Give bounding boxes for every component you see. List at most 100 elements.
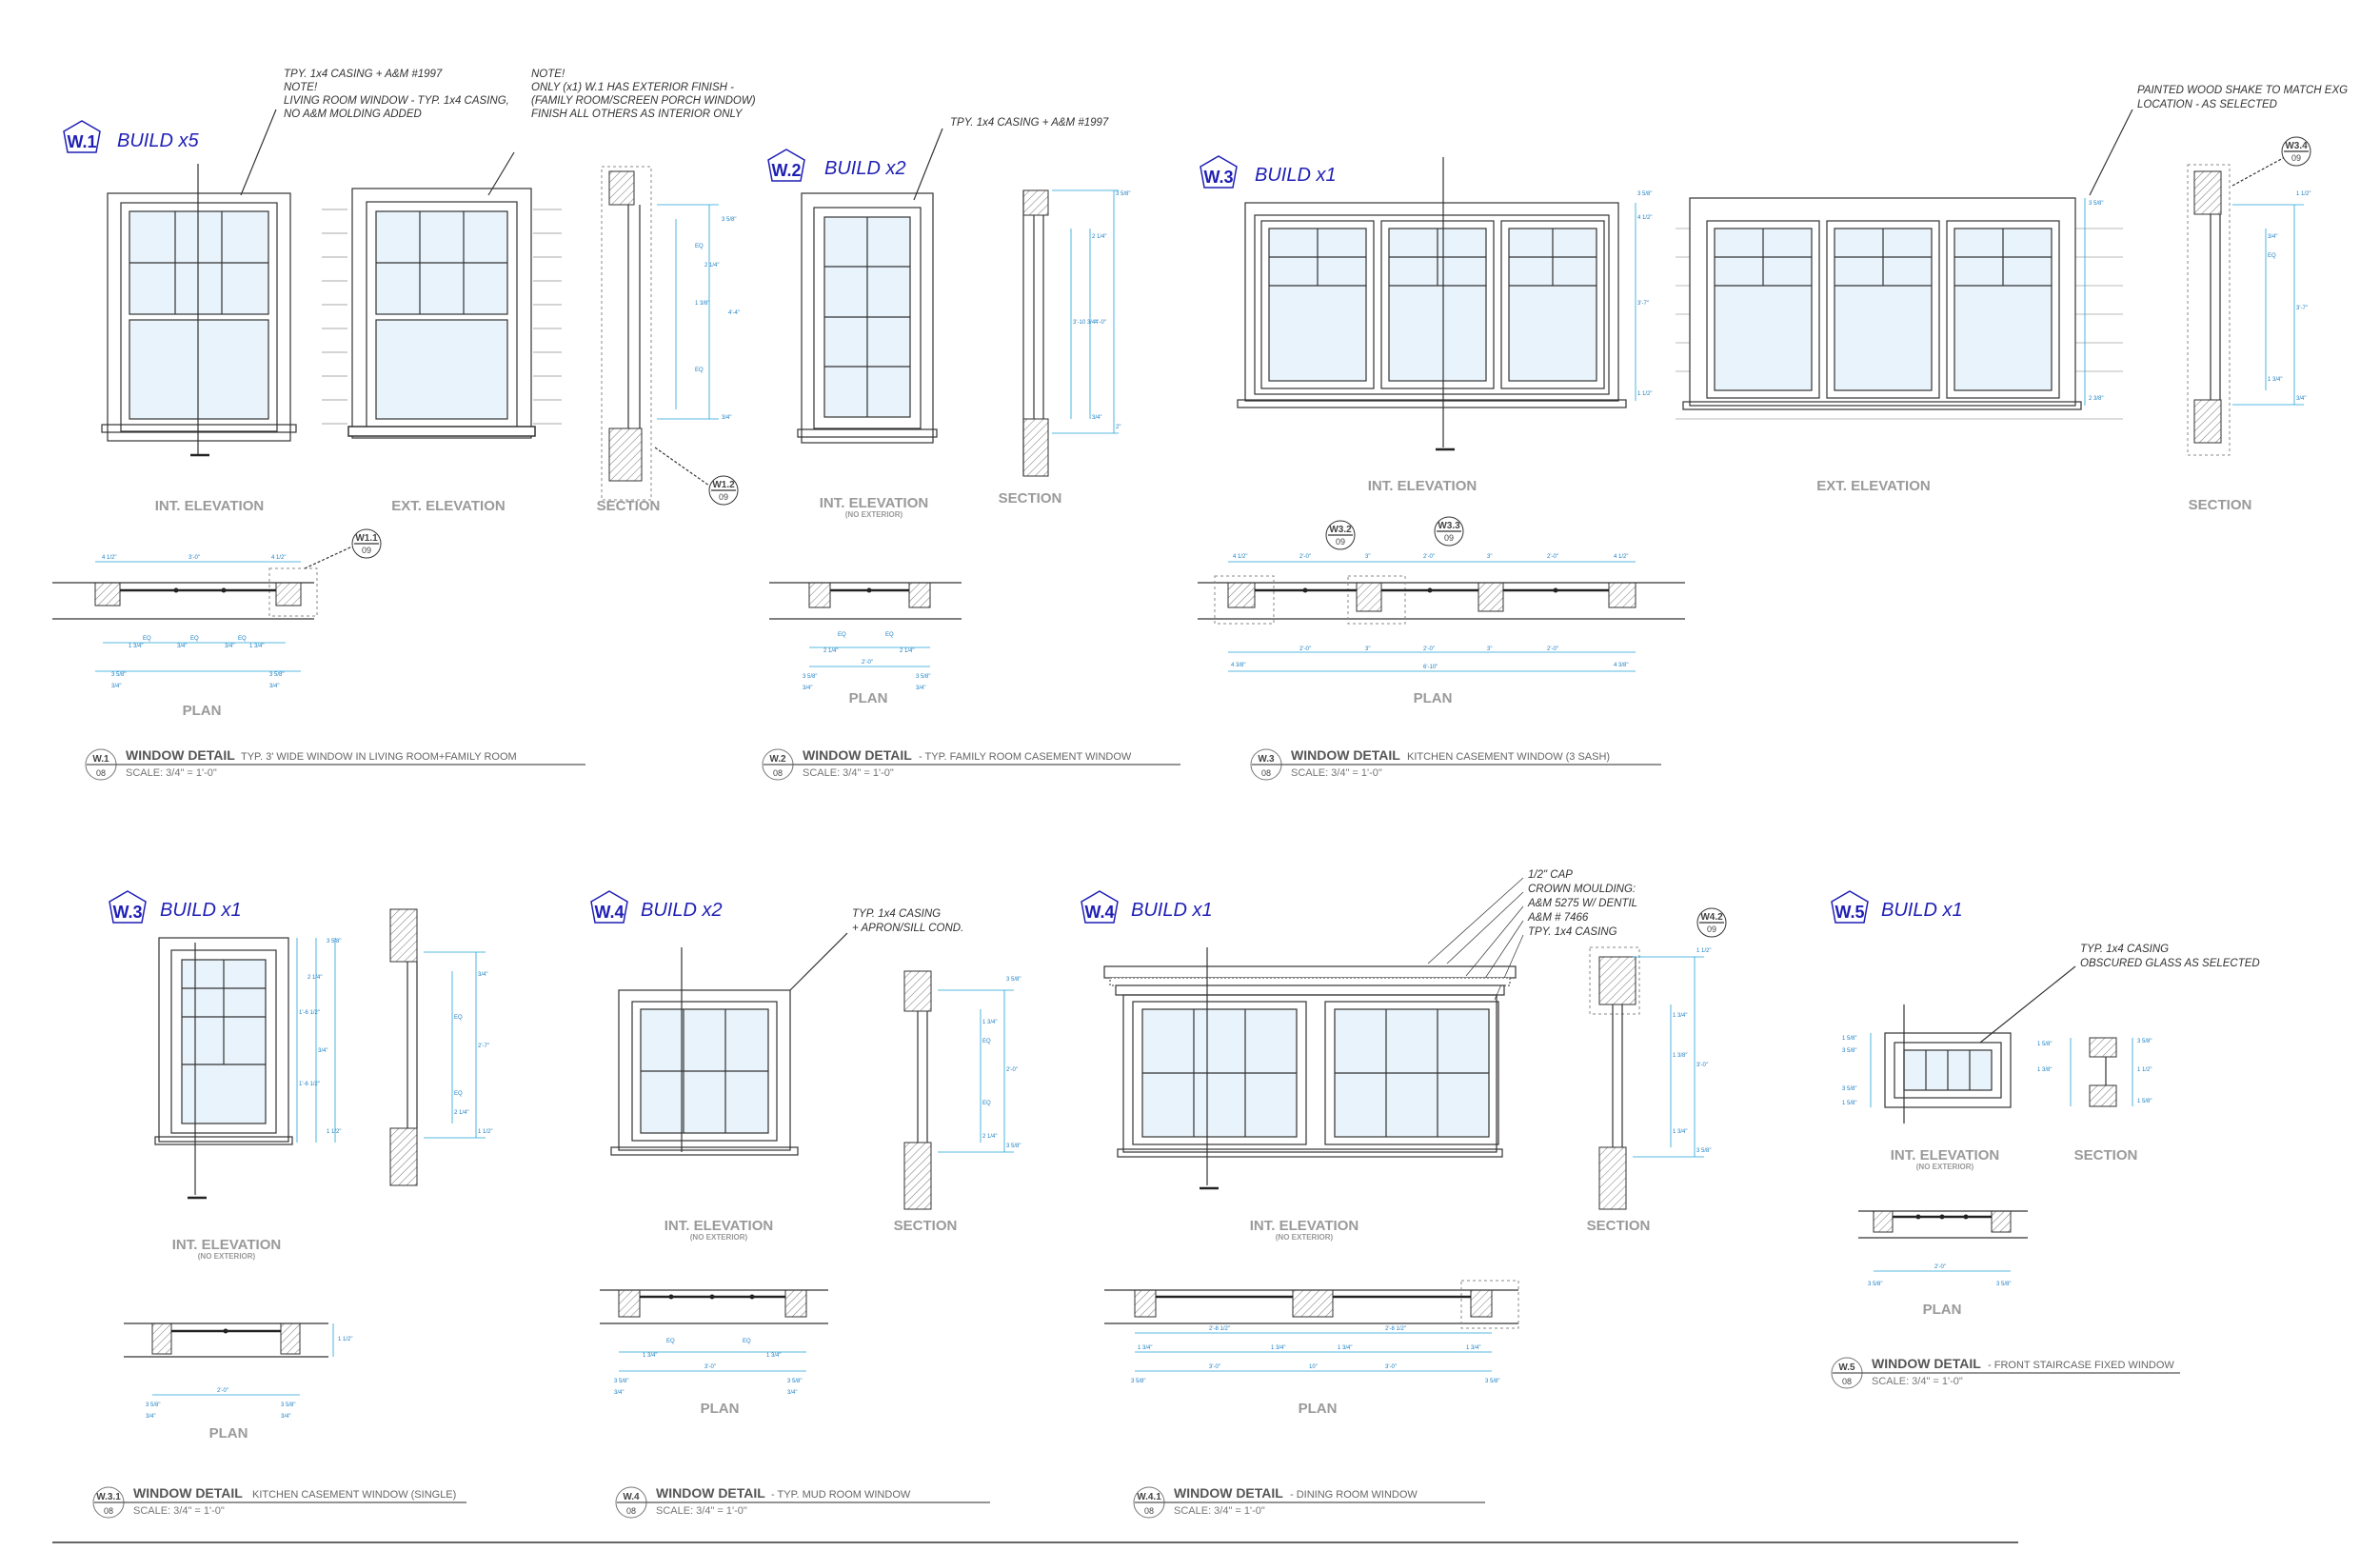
svg-text:3 5/8": 3 5/8" bbox=[146, 1402, 160, 1408]
svg-text:SCALE: 3/4" = 1'-0": SCALE: 3/4" = 1'-0" bbox=[803, 767, 894, 779]
svg-text:WINDOW DETAIL: WINDOW DETAIL bbox=[133, 1485, 243, 1501]
svg-text:SCALE: 3/4" = 1'-0": SCALE: 3/4" = 1'-0" bbox=[1872, 1376, 1963, 1387]
svg-text:- FRONT STAIRCASE FIXED WINDOW: - FRONT STAIRCASE FIXED WINDOW bbox=[1988, 1360, 2174, 1371]
svg-text:3 5/8": 3 5/8" bbox=[2089, 201, 2103, 207]
svg-text:3 5/8": 3 5/8" bbox=[1131, 1379, 1145, 1384]
w1-tag[interactable]: W.1 bbox=[63, 120, 101, 153]
svg-text:1 3/8": 1 3/8" bbox=[695, 301, 709, 307]
w5-section-label: SECTION bbox=[2074, 1147, 2138, 1163]
w5-plan-drawing: 2'-0" 3 5/8" 3 5/8" bbox=[1858, 1210, 2028, 1287]
svg-text:1 3/4": 1 3/4" bbox=[766, 1353, 781, 1359]
w1-ext-elevation-label: EXT. ELEVATION bbox=[391, 498, 505, 514]
svg-text:KITCHEN CASEMENT WINDOW (SINGL: KITCHEN CASEMENT WINDOW (SINGLE) bbox=[252, 1489, 456, 1501]
svg-text:08: 08 bbox=[626, 1506, 636, 1516]
w41-tag[interactable]: W.4 bbox=[1081, 890, 1119, 924]
w1-plan-drawing: 4 1/2" 3'-0" 4 1/2" 1 3/4" EQ 3/4" EQ 3/… bbox=[52, 555, 318, 689]
svg-text:NOTE!: NOTE! bbox=[284, 82, 318, 93]
w1-section-label: SECTION bbox=[597, 498, 661, 514]
w3-int-elevation-label: INT. ELEVATION bbox=[1368, 478, 1477, 494]
svg-text:WINDOW DETAIL: WINDOW DETAIL bbox=[1872, 1356, 1981, 1371]
svg-text:- DINING ROOM WINDOW: - DINING ROOM WINDOW bbox=[1290, 1489, 1418, 1501]
svg-text:3 5/8": 3 5/8" bbox=[787, 1379, 802, 1384]
svg-text:TYP. 1x4 CASING: TYP. 1x4 CASING bbox=[852, 908, 941, 920]
svg-text:09: 09 bbox=[2291, 153, 2301, 163]
w1-plan-bubble[interactable]: W1.1 09 bbox=[304, 528, 382, 569]
svg-text:1 3/4": 1 3/4" bbox=[643, 1353, 657, 1359]
svg-text:FINISH ALL OTHERS AS INTERIOR: FINISH ALL OTHERS AS INTERIOR ONLY bbox=[531, 109, 744, 120]
w41-note: 1/2" CAP CROWN MOULDING: A&M 5275 W/ DEN… bbox=[1527, 869, 1637, 938]
svg-text:3'-0": 3'-0" bbox=[188, 555, 200, 561]
w4-int-elevation-label: INT. ELEVATION bbox=[664, 1218, 773, 1234]
w2-plan-label: PLAN bbox=[849, 690, 888, 706]
svg-text:1 5/8": 1 5/8" bbox=[1842, 1101, 1856, 1106]
svg-text:WINDOW DETAIL: WINDOW DETAIL bbox=[656, 1485, 765, 1501]
svg-text:3/4": 3/4" bbox=[269, 684, 279, 689]
w31-tag[interactable]: W.3 bbox=[109, 890, 147, 924]
w5-build-count: BUILD x1 bbox=[1881, 900, 1963, 921]
svg-text:3 5/8": 3 5/8" bbox=[1842, 1048, 1856, 1054]
svg-text:1 3/4": 1 3/4" bbox=[1271, 1345, 1285, 1351]
svg-text:1 3/4": 1 3/4" bbox=[2268, 377, 2282, 383]
w1-note-2: NOTE! ONLY (x1) W.1 HAS EXTERIOR FINISH … bbox=[531, 69, 756, 120]
w2-tag[interactable]: W.2 bbox=[767, 149, 805, 182]
svg-text:2'-0": 2'-0" bbox=[1547, 646, 1558, 652]
w3-plan-drawing: 4 1/2" 2'-0" 3" 2'-0" 3" 2'-0" 4 1/2" 4 … bbox=[1198, 554, 1685, 672]
svg-text:WINDOW DETAIL: WINDOW DETAIL bbox=[1174, 1485, 1283, 1501]
svg-text:1 3/4": 1 3/4" bbox=[1673, 1129, 1687, 1135]
svg-text:+ APRON/SILL COND.: + APRON/SILL COND. bbox=[852, 923, 963, 934]
svg-text:2'-0": 2'-0" bbox=[1547, 554, 1558, 560]
svg-text:4'-0": 4'-0" bbox=[1095, 320, 1106, 326]
w3-section-bubble[interactable]: W3.4 09 bbox=[2231, 136, 2311, 187]
svg-text:2'-0": 2'-0" bbox=[1934, 1264, 1946, 1270]
svg-text:W.4.1: W.4.1 bbox=[1137, 1492, 1161, 1502]
w1-int-elevation-drawing bbox=[101, 164, 297, 457]
w1-plan-label: PLAN bbox=[183, 703, 222, 719]
w5-plan-label: PLAN bbox=[1923, 1302, 1962, 1318]
w4-int-elevation-drawing bbox=[610, 947, 799, 1156]
svg-text:6'-10": 6'-10" bbox=[1423, 665, 1438, 670]
w3-plan-bubble-1[interactable]: W3.2 09 bbox=[1325, 520, 1356, 550]
w31-plan-drawing: 2'-0" 3 5/8" 3/4" 3 5/8" 3/4" 1 1/2" bbox=[124, 1322, 352, 1420]
w31-int-elevation-label: INT. ELEVATION bbox=[172, 1237, 281, 1253]
w3-plan-bubble-2[interactable]: W3.3 09 bbox=[1434, 516, 1464, 547]
svg-text:3 5/8": 3 5/8" bbox=[916, 674, 930, 680]
svg-text:EQ: EQ bbox=[2268, 253, 2276, 259]
w3-tag[interactable]: W.3 bbox=[1200, 155, 1238, 189]
svg-text:3'-0": 3'-0" bbox=[1696, 1063, 1708, 1068]
svg-text:2 1/4": 2 1/4" bbox=[823, 648, 838, 654]
w2-section-label: SECTION bbox=[999, 490, 1062, 507]
svg-text:EQ: EQ bbox=[238, 636, 247, 642]
w2-plan-drawing: EQ EQ 2 1/4" 2 1/4" 2'-0" 3 5/8" 3 5/8" … bbox=[769, 582, 962, 691]
w5-tag[interactable]: W.5 bbox=[1831, 890, 1869, 924]
w5-int-elevation-label: INT. ELEVATION bbox=[1891, 1147, 1999, 1163]
svg-text:4 1/2": 4 1/2" bbox=[1637, 215, 1652, 221]
w3-build-count: BUILD x1 bbox=[1255, 165, 1337, 186]
svg-text:KITCHEN CASEMENT WINDOW (3 SAS: KITCHEN CASEMENT WINDOW (3 SASH) bbox=[1407, 751, 1610, 763]
svg-text:3'-0": 3'-0" bbox=[1209, 1364, 1220, 1370]
w31-plan-label: PLAN bbox=[209, 1425, 248, 1442]
svg-text:EQ: EQ bbox=[885, 632, 894, 638]
w4-tag[interactable]: W.4 bbox=[590, 890, 628, 924]
svg-text:4 1/2": 4 1/2" bbox=[1614, 554, 1628, 560]
svg-text:08: 08 bbox=[773, 768, 783, 778]
w1-int-elevation-label: INT. ELEVATION bbox=[155, 498, 264, 514]
w41-section-bubble[interactable]: W4.2 09 bbox=[1696, 907, 1727, 938]
svg-text:3 5/8": 3 5/8" bbox=[1637, 191, 1652, 197]
svg-text:2'-0": 2'-0" bbox=[1299, 554, 1311, 560]
svg-text:EQ: EQ bbox=[838, 632, 846, 638]
w1-build-count: BUILD x5 bbox=[117, 130, 199, 151]
w1-section-bubble[interactable]: W1.2 09 bbox=[654, 447, 739, 506]
svg-text:3 5/8": 3 5/8" bbox=[1006, 977, 1021, 983]
svg-text:(FAMILY ROOM/SCREEN PORCH WIND: (FAMILY ROOM/SCREEN PORCH WINDOW) bbox=[531, 95, 756, 107]
svg-text:LIVING ROOM WINDOW - TYP. 1x4: LIVING ROOM WINDOW - TYP. 1x4 CASING, bbox=[284, 95, 509, 107]
w41-int-elevation-label: INT. ELEVATION bbox=[1250, 1218, 1359, 1234]
svg-text:EQ: EQ bbox=[695, 244, 704, 249]
svg-text:2'-0": 2'-0" bbox=[217, 1388, 228, 1394]
w3-note: PAINTED WOOD SHAKE TO MATCH EXG LOCATION… bbox=[2137, 85, 2348, 110]
svg-text:- TYP. MUD ROOM WINDOW: - TYP. MUD ROOM WINDOW bbox=[771, 1489, 911, 1501]
svg-text:4 1/2": 4 1/2" bbox=[271, 555, 286, 561]
svg-text:2'-0": 2'-0" bbox=[862, 660, 873, 666]
svg-text:1 3/4": 1 3/4" bbox=[129, 644, 143, 649]
svg-text:3": 3" bbox=[1487, 646, 1492, 652]
w41-plan-label: PLAN bbox=[1299, 1401, 1338, 1417]
